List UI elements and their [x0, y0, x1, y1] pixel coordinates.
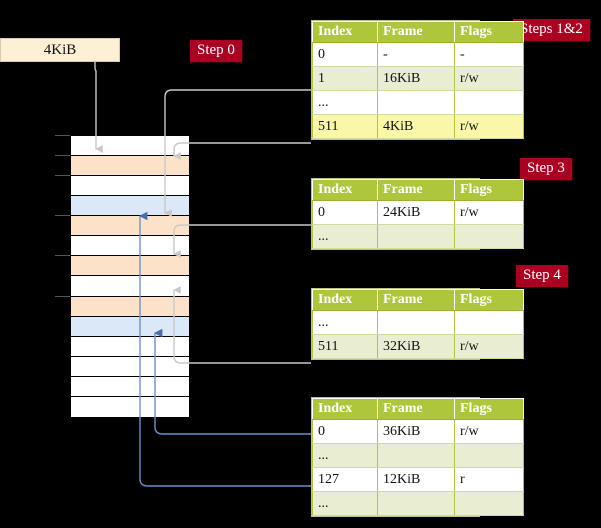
- memory-frame-row: [71, 256, 189, 277]
- memory-frame-row: [71, 316, 189, 337]
- cell-flags: [454, 90, 524, 115]
- cell-flags: r/w: [454, 114, 524, 139]
- frame-tick-mark: [55, 135, 70, 136]
- table-row: 0--: [312, 42, 524, 67]
- cell-flags: [454, 443, 524, 468]
- cell-frame: [377, 310, 455, 335]
- cell-index: ...: [312, 90, 378, 115]
- cell-frame: -: [377, 42, 455, 67]
- wire-step4: [173, 286, 311, 364]
- table-row: ...: [312, 443, 524, 468]
- cell-flags: r/w: [454, 66, 524, 91]
- cell-flags: [454, 491, 524, 516]
- source-size-box: 4KiB: [0, 38, 120, 62]
- column-header-flags: Flags: [454, 179, 524, 201]
- cell-index: ...: [312, 224, 378, 249]
- cell-frame: [377, 90, 455, 115]
- cell-flags: -: [454, 42, 524, 67]
- cell-frame: [377, 224, 455, 249]
- wire-steps12-b: [173, 142, 311, 160]
- cell-flags: [454, 310, 524, 335]
- table-row: ...: [312, 224, 524, 249]
- step-label-0: Step 0: [190, 40, 242, 62]
- cell-index: ...: [312, 443, 378, 468]
- cell-frame: 16KiB: [377, 66, 455, 91]
- column-header-frame: Frame: [377, 179, 455, 201]
- cell-index: 0: [312, 419, 378, 444]
- table-row: ...: [312, 310, 524, 335]
- cell-index: 0: [312, 42, 378, 67]
- memory-frame-row: [71, 176, 189, 197]
- cell-flags: r: [454, 467, 524, 492]
- cell-index: ...: [312, 491, 378, 516]
- cell-frame: [377, 491, 455, 516]
- memory-frame-row: [71, 196, 189, 217]
- memory-frame-row: [71, 156, 189, 177]
- cell-flags: r/w: [454, 334, 524, 359]
- cell-index: 511: [312, 334, 378, 359]
- memory-frame-row: [71, 236, 189, 257]
- table-row: ...: [312, 491, 524, 516]
- cell-frame: 12KiB: [377, 467, 455, 492]
- column-header-index: Index: [312, 289, 378, 311]
- wire-step3: [173, 224, 311, 258]
- frame-tick-mark: [55, 296, 70, 297]
- step-label-1-2: Steps 1&2: [513, 19, 590, 41]
- cell-frame: 32KiB: [377, 334, 455, 359]
- column-header-index: Index: [312, 398, 378, 420]
- column-header-flags: Flags: [454, 21, 524, 43]
- memory-frame-row: [71, 356, 189, 377]
- frame-tick-mark: [55, 175, 70, 176]
- column-header-flags: Flags: [454, 398, 524, 420]
- cell-index: ...: [312, 310, 378, 335]
- step-label-4: Step 4: [516, 265, 568, 287]
- cell-frame: 4KiB: [377, 114, 455, 139]
- memory-frame-row: [71, 136, 189, 157]
- memory-frame-row: [71, 296, 189, 317]
- cell-flags: [454, 224, 524, 249]
- column-header-frame: Frame: [377, 21, 455, 43]
- cell-index: 1: [312, 66, 378, 91]
- column-header-frame: Frame: [377, 289, 455, 311]
- cell-flags: r/w: [454, 200, 524, 225]
- memory-frame-row: [71, 396, 189, 417]
- cell-frame: 24KiB: [377, 200, 455, 225]
- frame-tick-mark: [55, 155, 70, 156]
- table-row: ...: [312, 90, 524, 115]
- cell-frame: 36KiB: [377, 419, 455, 444]
- cell-flags: r/w: [454, 419, 524, 444]
- column-header-index: Index: [312, 21, 378, 43]
- column-header-frame: Frame: [377, 398, 455, 420]
- memory-frame-row: [71, 376, 189, 397]
- cell-index: 127: [312, 467, 378, 492]
- step-label-3: Step 3: [520, 158, 572, 180]
- column-header-flags: Flags: [454, 289, 524, 311]
- memory-frame-row: [71, 336, 189, 357]
- memory-frame-row: [71, 276, 189, 297]
- cell-index: 511: [312, 114, 378, 139]
- memory-frame-row: [71, 216, 189, 237]
- frame-tick-mark: [55, 215, 70, 216]
- physical-memory-column: [70, 135, 190, 417]
- cell-index: 0: [312, 200, 378, 225]
- column-header-index: Index: [312, 179, 378, 201]
- frame-tick-mark: [55, 255, 70, 256]
- cell-frame: [377, 443, 455, 468]
